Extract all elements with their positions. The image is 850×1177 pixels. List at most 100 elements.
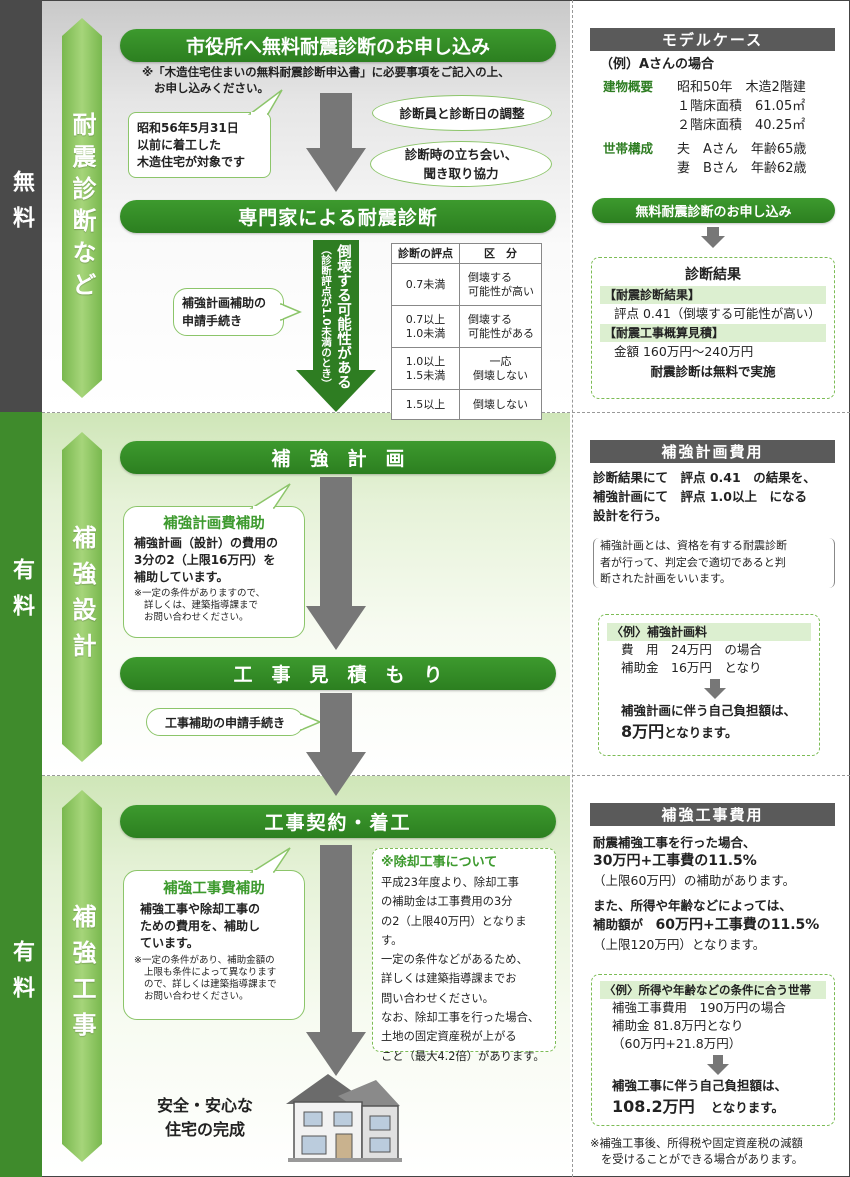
side-label-paid-1: 有料 bbox=[0, 412, 42, 775]
diagnosis-result-box: 診断結果 【耐震診断結果】 評点 0.41（倒壊する可能性が高い） 【耐震工事概… bbox=[591, 257, 835, 399]
side-label-paid-2: 有料 bbox=[0, 775, 42, 1177]
construction-subsidy-body-line1: 補強工事や除却工事の bbox=[140, 902, 261, 916]
plan-subsidy-title: 補強計画費補助 bbox=[163, 516, 265, 532]
construction-cost-line1: 耐震補強工事を行った場合、 bbox=[593, 835, 756, 850]
plan-subsidy-note-line1: ※一定の条件がありますので、 bbox=[134, 588, 266, 599]
plan-definition: 補強計画とは、資格を有する耐震診断 者が行って、判定会で適切であると判 断された… bbox=[593, 538, 835, 588]
plan-subsidy-body-line1: 補強計画（設計）の費用の bbox=[134, 536, 279, 550]
score-table-row2-cat-line2: 可能性がある bbox=[468, 326, 534, 340]
score-table-header-score: 診断の評点 bbox=[391, 243, 460, 264]
score-table-row3-score-line2: 1.5未満 bbox=[405, 368, 446, 382]
completion-line2: 住宅の完成 bbox=[164, 1120, 245, 1139]
completion-line1: 安全・安心な bbox=[156, 1096, 253, 1115]
tax-reduction-note-line1: ※補強工事後、所得税や固定資産税の減額 bbox=[590, 1137, 803, 1150]
oval-schedule: 診断員と診断日の調整 bbox=[372, 95, 552, 131]
plan-subsidy-note-line2: 詳しくは、建築指導課まで bbox=[144, 600, 259, 611]
diagnosis-result-bar: 【耐震診断結果】 bbox=[600, 286, 826, 304]
plan-example-arrow-stem bbox=[710, 679, 720, 689]
step-expert-diagnosis: 専門家による耐震診断 bbox=[120, 200, 556, 233]
plan-definition-line3: 断された計画をいいます。 bbox=[600, 572, 731, 585]
construction-example-arrow-head bbox=[707, 1064, 729, 1075]
collapse-arrow-head bbox=[296, 370, 376, 412]
score-table-row4-score-text: 1.5以上 bbox=[405, 397, 446, 411]
section3-label-text: 補強工事 bbox=[68, 904, 96, 1048]
target-line1: 昭和56年5月31日 bbox=[137, 121, 239, 135]
construction-cost-header-text: 補強工事費用 bbox=[661, 806, 764, 824]
model-case-header: モデルケース bbox=[590, 28, 835, 51]
score-table-row3-cat-line1: 一応 bbox=[489, 354, 512, 368]
demolition-line2: の補助金は工事費用の3分 bbox=[381, 895, 513, 909]
construction-example-result: 108.2万円 となります。 bbox=[600, 1095, 826, 1120]
plan-example-line3: 補強計画に伴う自己負担額は、 bbox=[621, 703, 797, 718]
side-label-free: 無料 bbox=[0, 0, 42, 412]
score-table-row1-category: 倒壊する可能性が高い bbox=[459, 263, 542, 306]
flow-arrow-1-stem bbox=[320, 93, 352, 149]
construction-example-arrow-stem bbox=[713, 1055, 723, 1065]
step-contract-start-text: 工事契約・着工 bbox=[264, 812, 412, 834]
demolition-line3: の2（上限40万円）となります。 bbox=[381, 914, 527, 947]
construction-example-amount: 108.2万円 bbox=[612, 1097, 695, 1116]
side-label-paid-1-text: 有料 bbox=[9, 557, 34, 630]
demolition-line7: なお、除却工事を行った場合、 bbox=[381, 1011, 540, 1025]
construction-example-box: 〈例〉所得や年齢などの条件に合う世帯 補強工事費用 190万円の場合 補助金 8… bbox=[591, 974, 835, 1126]
score-table-row1-score: 0.7未満 bbox=[391, 263, 460, 306]
construction-subsidy-body: 補強工事や除却工事の ための費用を、補助し ています。 bbox=[134, 901, 294, 952]
side-label-paid-2-text: 有料 bbox=[9, 940, 34, 1012]
diagnosis-result-title: 診断結果 bbox=[685, 267, 741, 283]
construction-example-line1: 補強工事費用 190万円の場合 bbox=[612, 1000, 786, 1015]
section-divider-2 bbox=[42, 775, 850, 776]
plan-example-arrow-head bbox=[704, 688, 726, 699]
score-table-row4-cat-text: 倒壊しない bbox=[473, 397, 528, 411]
building-overview-values: 昭和50年 木造2階建 １階床面積 61.05㎡ ２階床面積 40.25㎡ bbox=[677, 78, 806, 135]
plan-subsidy-bubble: 補強計画費補助 補強計画（設計）の費用の 3分の2（上限16万円）を 補助してい… bbox=[123, 506, 305, 638]
column-divider bbox=[572, 0, 573, 1177]
construction-cost-line4: また、所得や年齢などによっては、 bbox=[593, 898, 792, 913]
application-note-line2: お申し込みください。 bbox=[154, 81, 269, 95]
free-diagnosis-note: 耐震診断は無料で実施 bbox=[650, 364, 776, 379]
section1-label-text: 耐震診断など bbox=[68, 112, 96, 304]
construction-example-title: 〈例〉所得や年齢などの条件に合う世帯 bbox=[600, 981, 826, 999]
construction-subsidy-note-line3: ので、詳しくは建築指導課まで bbox=[144, 979, 277, 990]
application-note: ※「木造住宅住まいの無料耐震診断申込書」に必要事項をご記入の上、 お申し込みくだ… bbox=[142, 64, 510, 96]
construction-cost-line5b: 60万円+工事費の11.5% bbox=[655, 917, 820, 933]
collapse-arrow-subtext: （診断評点が1.0未満のとき） bbox=[320, 244, 332, 389]
step-construction-estimate-text: 工 事 見 積 も り bbox=[233, 664, 443, 686]
score-table-row1-cat-line1: 倒壊する bbox=[468, 270, 512, 284]
construction-cost-header: 補強工事費用 bbox=[590, 803, 835, 826]
plan-subsidy-application-line1: 補強計画補助の bbox=[182, 296, 267, 310]
demolition-line9: こと（最大4.2倍）があります。 bbox=[381, 1049, 545, 1063]
demolition-box: ※除却工事について 平成23年度より、除却工事 の補助金は工事費用の3分 の2（… bbox=[372, 848, 556, 1063]
building-overview-line3: ２階床面積 40.25㎡ bbox=[677, 118, 806, 133]
score-table-row3-score-line1: 1.0以上 bbox=[405, 354, 446, 368]
step-reinforcement-plan: 補 強 計 画 bbox=[120, 441, 556, 474]
construction-subsidy-bubble: 補強工事費補助 補強工事や除却工事の ための費用を、補助し ています。 ※一定の… bbox=[123, 870, 305, 1020]
model-arrow-1-head bbox=[701, 236, 725, 248]
flow-arrow-3-stem bbox=[320, 693, 352, 753]
construction-subsidy-title: 補強工事費補助 bbox=[163, 881, 265, 897]
model-case-title: （例）Aさんの場合 bbox=[600, 57, 715, 72]
tax-reduction-note: ※補強工事後、所得税や固定資産税の減額 を受けることができる場合があります。 bbox=[590, 1136, 803, 1168]
plan-subsidy-body: 補強計画（設計）の費用の 3分の2（上限16万円）を 補助しています。 bbox=[134, 535, 294, 586]
plan-subsidy-body-line3: 補助しています。 bbox=[134, 570, 229, 584]
score-table-row3-category: 一応倒壊しない bbox=[459, 347, 542, 390]
plan-subsidy-application-bubble: 補強計画補助の 申請手続き bbox=[173, 288, 284, 336]
estimate-bar: 【耐震工事概算見積】 bbox=[600, 324, 826, 342]
collapse-arrow-label: 倒壊する可能性がある （診断評点が1.0未満のとき） bbox=[318, 244, 353, 404]
plan-subsidy-application-line2: 申請手続き bbox=[182, 314, 243, 328]
demolition-line8: 土地の固定資産税が上がる bbox=[381, 1030, 517, 1044]
construction-subsidy-note-line2: 上限も条件によって異なります bbox=[144, 967, 277, 978]
plan-definition-line1: 補強計画とは、資格を有する耐震診断 bbox=[600, 539, 787, 552]
building-overview-line2: １階床面積 61.05㎡ bbox=[677, 99, 806, 114]
oval-schedule-text: 診断員と診断日の調整 bbox=[399, 105, 525, 121]
plan-subsidy-application-tail bbox=[280, 302, 302, 322]
construction-subsidy-bubble-tail bbox=[249, 847, 291, 873]
construction-subsidy-note-line1: ※一定の条件があり、補助金額の bbox=[134, 955, 275, 966]
diagnosis-result-value: 評点 0.41（倒壊する可能性が高い） bbox=[614, 306, 821, 321]
score-table-row1-cat-line2: 可能性が高い bbox=[468, 284, 534, 298]
score-table-row4-category: 倒壊しない bbox=[459, 389, 542, 420]
construction-cost-line6: （上限120万円）となります。 bbox=[593, 937, 766, 952]
collapse-arrow-stem bbox=[313, 240, 359, 372]
construction-cost-line2: 30万円+工事費の11.5% bbox=[593, 853, 757, 869]
estimate-value: 金額 160万円～240万円 bbox=[614, 344, 754, 359]
